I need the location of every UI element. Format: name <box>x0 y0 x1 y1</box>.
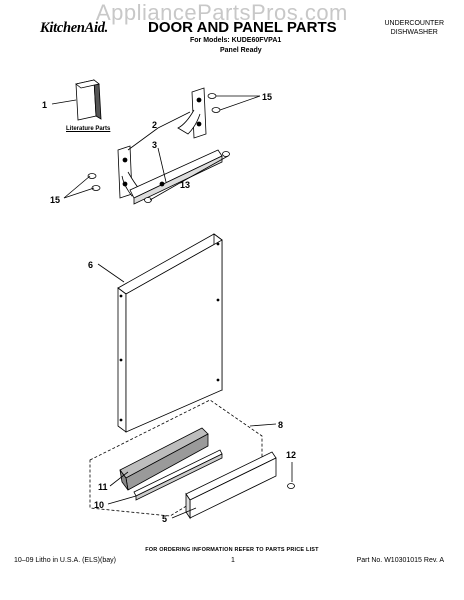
brand-logo: KitchenAid. <box>40 20 109 36</box>
callout-8: 8 <box>278 420 283 430</box>
callout-3: 3 <box>152 140 157 150</box>
ordering-note: FOR ORDERING INFORMATION REFER TO PARTS … <box>145 547 319 553</box>
callout-15-left: 15 <box>50 195 60 205</box>
callout-10: 10 <box>94 500 104 510</box>
callout-11: 11 <box>98 482 108 492</box>
door-panel <box>117 233 223 433</box>
callout-1: 1 <box>42 100 47 110</box>
top-channel <box>129 149 223 205</box>
screws <box>87 93 230 203</box>
page-number: 1 <box>231 557 235 564</box>
callout-6: 6 <box>88 260 93 270</box>
category-line-2: DISHWASHER <box>390 29 438 36</box>
literature-booklet <box>75 79 102 121</box>
callout-15-top: 15 <box>262 92 272 102</box>
callout-2: 2 <box>152 120 157 130</box>
part-number: Part No. W10301015 Rev. A <box>356 557 444 564</box>
strip <box>133 449 223 501</box>
callout-5: 5 <box>162 514 167 524</box>
callout-12: 12 <box>286 450 296 460</box>
litho-line: 10–09 Litho in U.S.A. (ELS)(bay) <box>14 557 116 564</box>
leader-lines <box>51 95 293 519</box>
models-line: For Models: KUDE60FVPA1 <box>190 37 282 44</box>
callout-13: 13 <box>180 180 190 190</box>
handle <box>185 451 277 520</box>
literature-label: Literature Parts <box>66 126 111 132</box>
watermark: AppliancePartsPros.com <box>96 0 348 25</box>
screw-12 <box>287 483 295 489</box>
hinge-bracket-right <box>177 87 207 139</box>
category-label: UNDERCOUNTER DISHWASHER <box>385 19 445 37</box>
variant-label: Panel Ready <box>220 47 262 54</box>
category-line-1: UNDERCOUNTER <box>384 20 445 27</box>
page-title: DOOR AND PANEL PARTS <box>148 19 337 36</box>
